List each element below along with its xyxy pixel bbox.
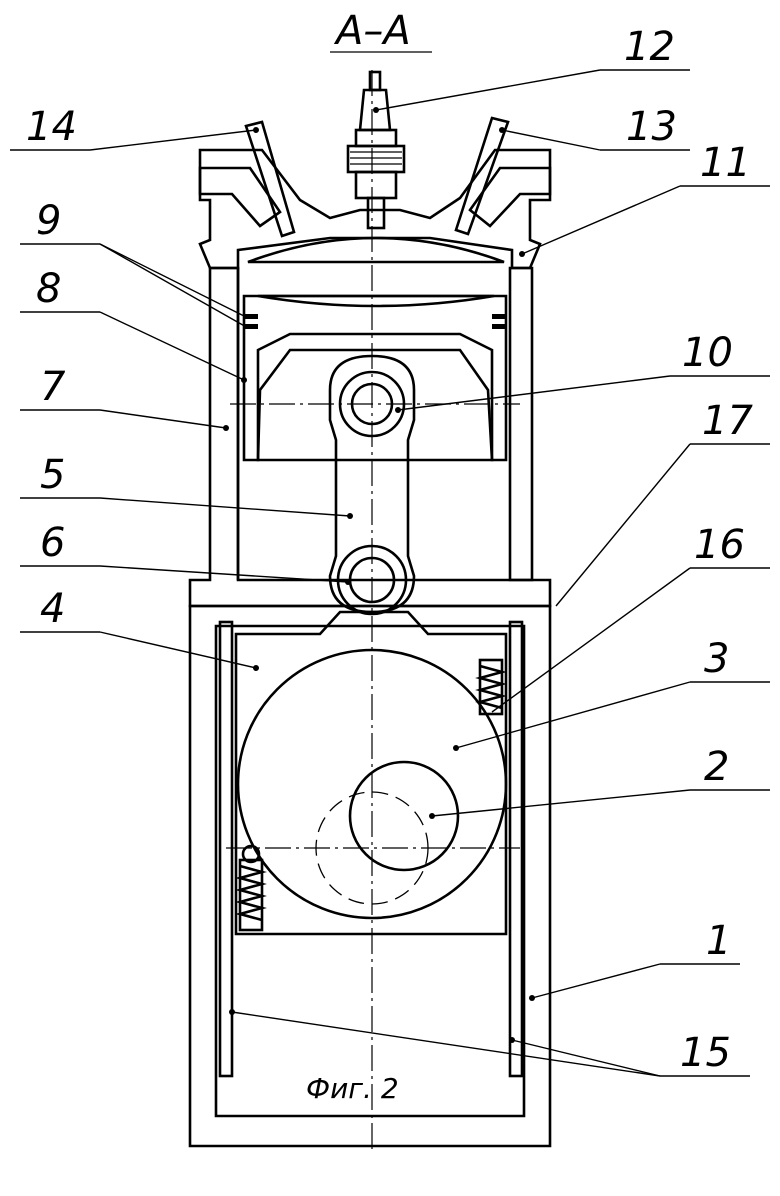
crank-shaft (315, 760, 460, 905)
callout-3: 3 (453, 636, 770, 751)
spring-upper (475, 658, 507, 716)
label-16: 16 (694, 522, 745, 568)
guide-left (218, 620, 234, 1078)
callout-6: 6 (20, 520, 351, 585)
label-6: 6 (40, 520, 65, 566)
label-9: 9 (36, 198, 61, 244)
callout-2: 2 (429, 744, 770, 819)
callout-15: 15 (229, 1009, 750, 1077)
spark-plug (346, 70, 406, 230)
figure-caption: Фиг. 2 (306, 1072, 399, 1105)
label-3: 3 (704, 636, 729, 682)
label-17: 17 (702, 398, 753, 444)
label-5: 5 (40, 452, 65, 498)
label-13: 13 (626, 104, 677, 150)
callout-7: 7 (20, 364, 229, 431)
label-15: 15 (680, 1030, 731, 1076)
callout-11: 11 (519, 140, 770, 257)
label-1: 1 (706, 918, 731, 964)
valve-left (244, 120, 296, 238)
label-4: 4 (40, 586, 65, 632)
piston (242, 294, 508, 462)
label-7: 7 (40, 364, 66, 410)
callout-1: 1 (529, 918, 740, 1001)
callout-5: 5 (20, 452, 353, 519)
callout-13: 13 (499, 104, 690, 151)
callout-14: 14 (10, 104, 259, 151)
callout-9: 9 (20, 198, 249, 329)
callout-8: 8 (20, 266, 247, 383)
label-11: 11 (700, 140, 751, 186)
callout-4: 4 (20, 586, 259, 671)
callout-10: 10 (395, 330, 770, 413)
section-title: A–A (333, 8, 411, 54)
callout-16: 16 (491, 522, 770, 713)
label-2: 2 (704, 744, 729, 790)
valve-right (454, 116, 510, 236)
guide-right (508, 620, 524, 1078)
callout-17: 17 (555, 398, 770, 607)
label-14: 14 (26, 104, 77, 150)
label-8: 8 (36, 266, 61, 312)
label-10: 10 (682, 330, 733, 376)
spring-lower (235, 844, 267, 932)
callout-12: 12 (373, 24, 690, 113)
label-12: 12 (624, 24, 675, 70)
cylinder-head (198, 148, 552, 270)
